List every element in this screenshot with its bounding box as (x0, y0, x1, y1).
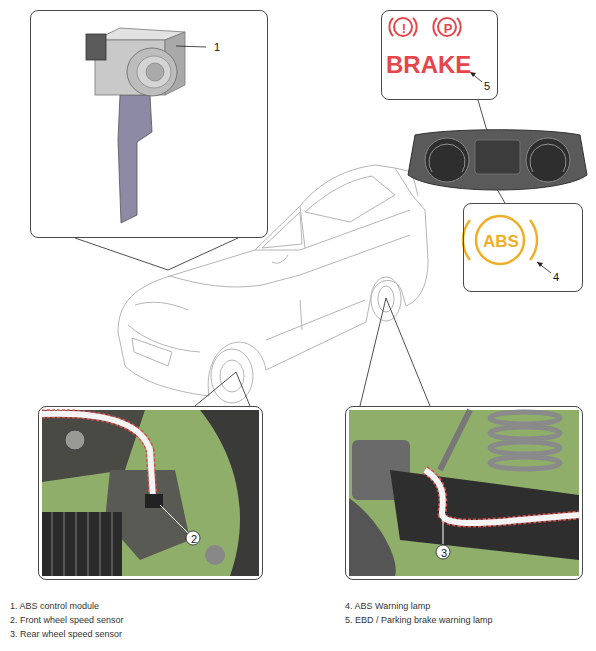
instrument-cluster (408, 130, 587, 190)
abs-module-drawing (86, 28, 206, 223)
car-outline (118, 165, 428, 403)
parts-list-item: 1. ABS control module (10, 602, 99, 611)
parts-list-item: 2. Front wheel speed sensor (10, 616, 124, 625)
rear-sensor-panel: 3 (345, 406, 583, 580)
leader-lines (75, 100, 505, 406)
callout-leader (537, 262, 551, 273)
front-sensor-panel: 2 (38, 406, 263, 580)
parts-list-item: 4. ABS Warning lamp (345, 602, 430, 611)
brake-lamp-panel: ! P BRAKE 5 (381, 10, 498, 100)
lamp-text: ABS (475, 233, 527, 250)
front-sensor-photo (42, 410, 259, 576)
callout-number: 4 (550, 272, 562, 283)
abs-lamp-panel: ABS 4 (463, 203, 583, 292)
lamp-symbol: P (438, 22, 458, 35)
callout-number: 2 (188, 534, 200, 545)
parts-list-item: 5. EBD / Parking brake warning lamp (345, 616, 493, 625)
module-panel: 1 (30, 10, 268, 238)
brake-lamp-icons (389, 18, 460, 36)
callout-number: 1 (207, 42, 227, 53)
lamp-symbol: ! (394, 22, 414, 35)
callout-number: 3 (438, 548, 450, 559)
callout-number: 5 (481, 81, 493, 92)
rear-sensor-photo (349, 410, 579, 576)
callout-leader (470, 72, 482, 82)
parts-list-item: 3. Rear wheel speed sensor (10, 630, 122, 639)
abs-lamp-icon (463, 216, 537, 264)
arrowhead (537, 262, 543, 267)
lamp-text: BRAKE (386, 53, 474, 77)
